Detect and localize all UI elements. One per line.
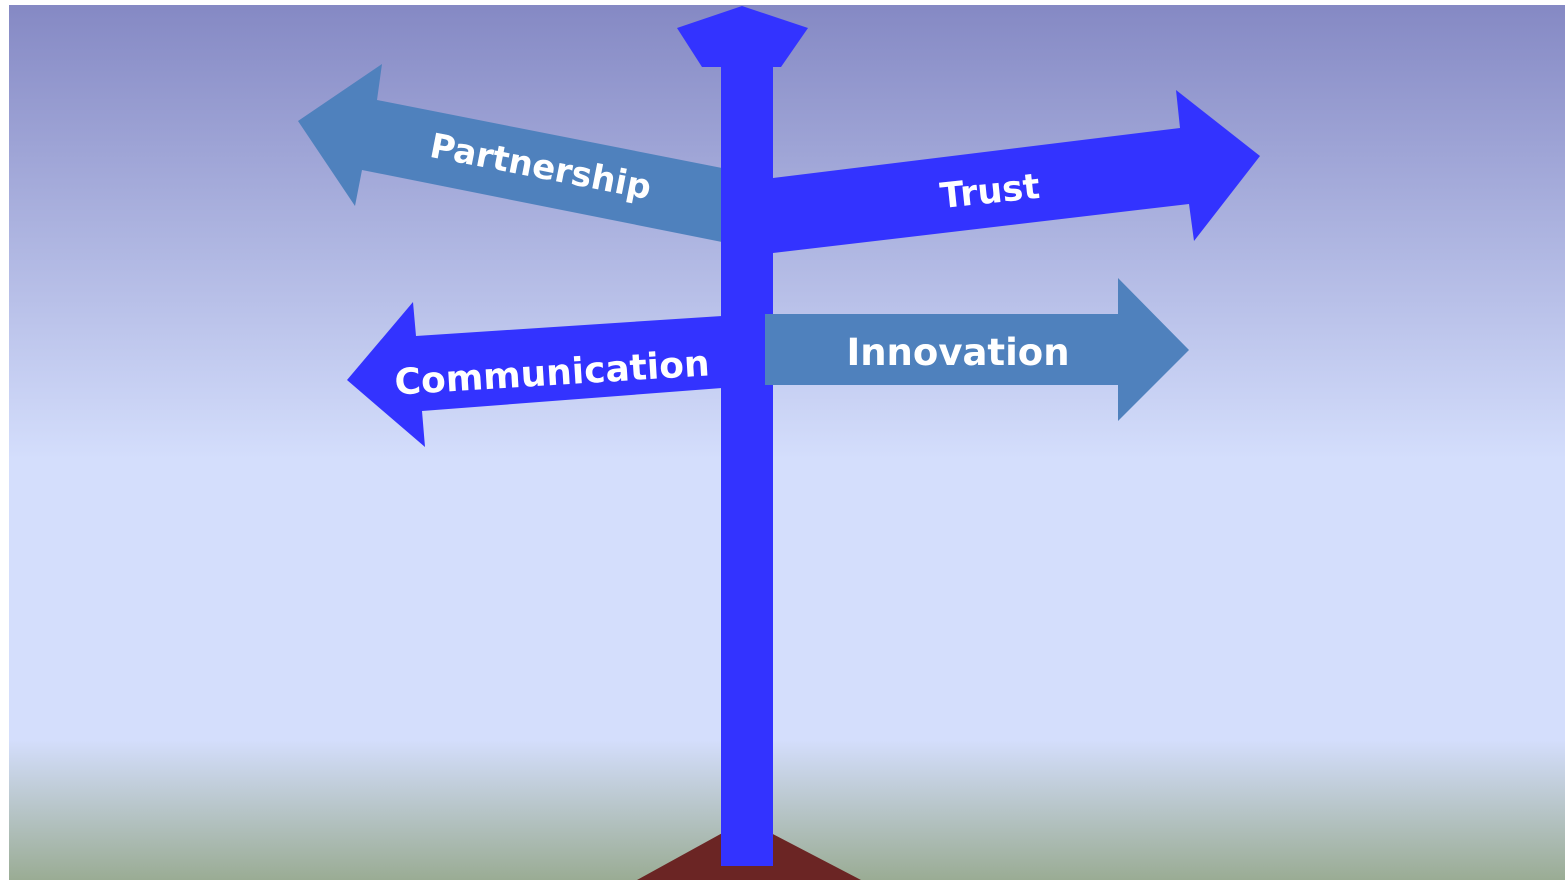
signpost-post xyxy=(677,6,808,866)
sign-trust xyxy=(773,90,1260,253)
sign-innovation-label: Innovation xyxy=(846,331,1069,374)
sky-background xyxy=(9,5,1565,880)
sign-communication xyxy=(347,302,722,447)
sign-partnership xyxy=(298,64,722,242)
sign-innovation xyxy=(765,278,1189,421)
